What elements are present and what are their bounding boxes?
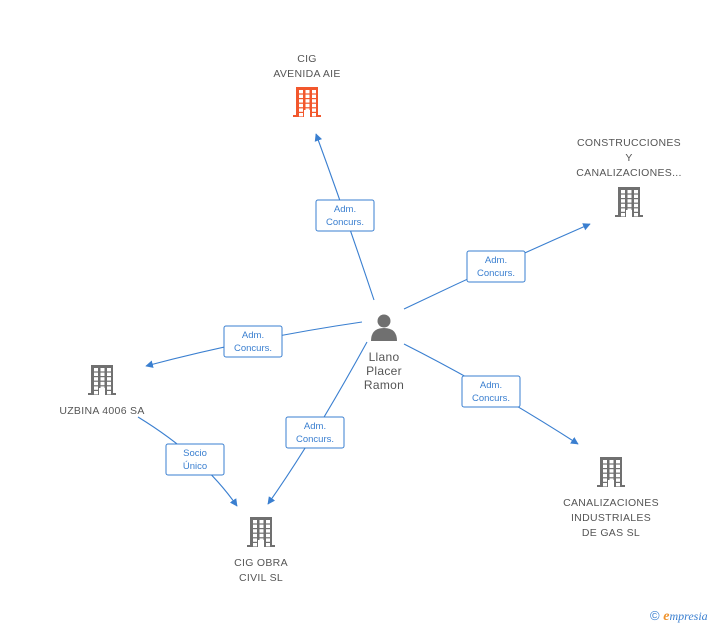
building-icon [88,365,116,395]
edge-label-text: Concurs. [326,217,364,228]
node-canalizaciones_gas[interactable]: CANALIZACIONES INDUSTRIALES DE GAS SL [563,457,659,539]
person-icon [371,314,397,341]
edge-person-uzbina: Adm. Concurs. [145,321,363,368]
edge-label-box[interactable] [315,199,375,232]
edge-label-box[interactable] [461,375,521,408]
edge-label-text: Concurs. [472,393,510,404]
node-label: CONSTRUCCIONES [577,137,681,149]
node-cig_obra[interactable]: CIG OBRA CIVIL SL [234,517,288,584]
node-label: CIG OBRA [234,557,288,569]
building-icon [597,457,625,487]
building-icon [247,517,275,547]
node-label: UZBINA 4006 SA [59,405,144,417]
edge-label-text: Socio [183,448,207,459]
brand-initial: e [663,609,670,624]
node-label: AVENIDA AIE [273,68,340,80]
node-label: CIG [297,53,317,65]
edge-label-box[interactable] [466,250,526,283]
edge-label-text: Adm. [480,380,502,391]
node-label: Ramon [364,378,404,392]
node-label: Placer [366,364,402,378]
edge-person-cig_obra: Adm. Concurs. [267,341,368,505]
edges-layer: Adm.Concurs.Adm.Concurs.Adm.Concurs.Adm.… [137,133,591,507]
edge-label-box[interactable] [165,443,225,476]
node-construcciones[interactable]: CONSTRUCCIONES Y CANALIZACIONES... [576,137,681,217]
node-label: CANALIZACIONES... [576,167,681,179]
node-label: CIVIL SL [239,572,283,584]
edge-label-text: Único [183,461,207,472]
building-icon [293,87,321,117]
edge-label-text: Adm. [242,330,264,341]
node-label: INDUSTRIALES [571,512,651,524]
edge-label-text: Adm. [304,421,326,432]
edge-person-canalizaciones_gas: Adm. Concurs. [403,343,579,445]
node-uzbina[interactable]: UZBINA 4006 SA [59,365,144,417]
node-cig_avenida[interactable]: CIG AVENIDA AIE [273,53,340,117]
edge-label-text: Concurs. [477,268,515,279]
node-label: CANALIZACIONES [563,497,659,509]
edge-label-box[interactable] [223,325,283,358]
edge-person-cig_avenida: Adm. Concurs. [314,133,375,301]
node-label: Llano [369,350,400,364]
edge-person-construcciones: Adm. Concurs. [403,223,591,310]
copyright-symbol: © [650,608,660,623]
node-label: DE GAS SL [582,527,640,539]
edge-label-text: Adm. [334,204,356,215]
edge-label-text: Concurs. [296,434,334,445]
copyright-footer: © empresia [650,608,708,625]
edge-label-text: Adm. [485,255,507,266]
edge-label-text: Concurs. [234,343,272,354]
node-label: Y [625,152,632,164]
empresia-logo[interactable]: empresia [663,609,708,624]
brand-name: mpresia [669,609,708,623]
building-icon [615,187,643,217]
edge-label-box[interactable] [285,416,345,449]
